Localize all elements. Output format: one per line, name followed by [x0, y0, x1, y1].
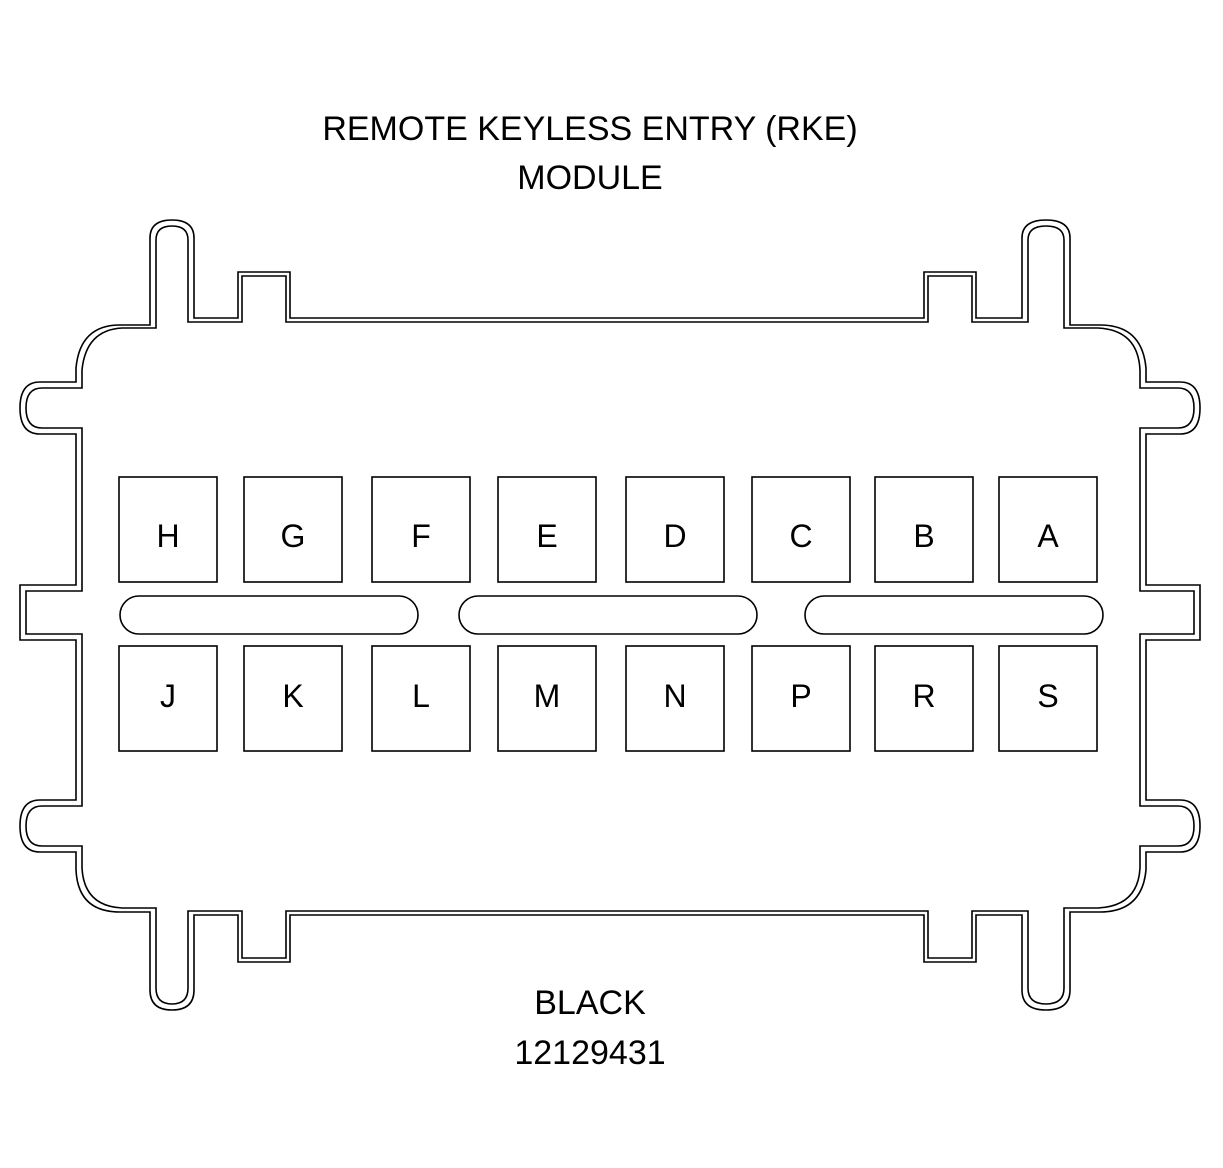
pin-cavity-a — [998, 476, 1098, 583]
pin-label-b: B — [913, 518, 934, 554]
pin-cavity-h — [118, 476, 218, 583]
pin-label-j: J — [160, 678, 176, 714]
pin-cavity-r — [874, 645, 974, 752]
pin-cavity-j — [118, 645, 218, 752]
pin-cavity-n — [625, 645, 725, 752]
key-slot-left — [119, 595, 419, 635]
keying-slots — [119, 595, 1104, 635]
pin-label-r: R — [912, 678, 935, 714]
title-line-2: MODULE — [517, 159, 662, 197]
part-number: 12129431 — [514, 1034, 665, 1072]
connector-housing — [19, 219, 1201, 1011]
pin-cavity-c — [751, 476, 851, 583]
pin-cavity-s — [998, 645, 1098, 752]
pin-label-s: S — [1037, 678, 1058, 714]
pin-label-c: C — [789, 518, 812, 554]
pin-cavity-m — [497, 645, 597, 752]
pin-label-p: P — [790, 678, 811, 714]
pin-label-f: F — [411, 518, 431, 554]
pin-label-n: N — [663, 678, 686, 714]
key-slot-center — [458, 595, 758, 635]
key-slot-right — [804, 595, 1104, 635]
top-row-pins: H G F E D C B A — [118, 476, 1098, 583]
bottom-row-pins: J K L M N P R S — [118, 645, 1098, 752]
pin-label-h: H — [156, 518, 179, 554]
title-line-1: REMOTE KEYLESS ENTRY (RKE) — [322, 110, 857, 148]
pin-label-d: D — [663, 518, 686, 554]
pin-cavity-b — [874, 476, 974, 583]
pin-label-g: G — [281, 518, 306, 554]
pin-cavity-f — [371, 476, 471, 583]
pin-label-m: M — [534, 678, 561, 714]
pin-label-a: A — [1037, 518, 1059, 554]
pin-cavity-d — [625, 476, 725, 583]
pin-label-l: L — [412, 678, 430, 714]
pin-label-e: E — [536, 518, 557, 554]
pin-cavity-g — [243, 476, 343, 583]
pin-cavity-l — [371, 645, 471, 752]
pin-cavity-e — [497, 476, 597, 583]
pin-cavity-k — [243, 645, 343, 752]
connector-color: BLACK — [534, 984, 646, 1022]
pin-label-k: K — [282, 678, 303, 714]
pin-cavity-p — [751, 645, 851, 752]
